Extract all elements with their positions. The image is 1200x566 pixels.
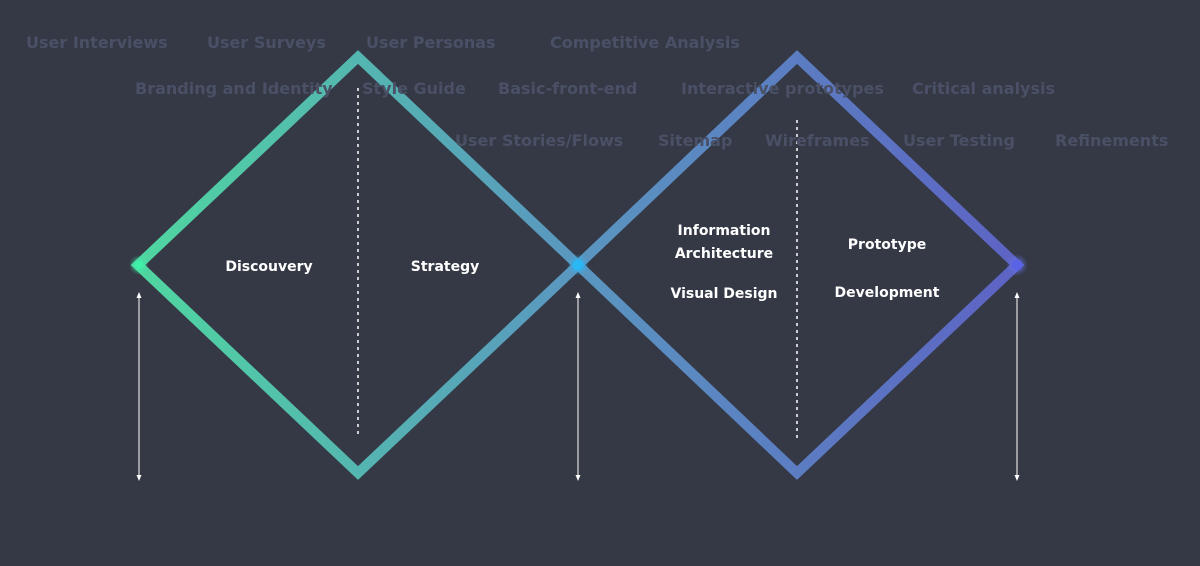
activity-interactive-prototypes: Interactive prototypes xyxy=(681,79,884,98)
activity-critical-analysis: Critical analysis xyxy=(912,79,1056,98)
activity-user-testing: User Testing xyxy=(903,131,1015,150)
activity-style-guide: Style Guide xyxy=(362,79,466,98)
start-node-dot xyxy=(129,255,149,275)
activity-user-interviews: User Interviews xyxy=(26,33,168,52)
phase-architecture: Architecture xyxy=(674,246,774,262)
activity-branding-identity: Branding and Identity xyxy=(135,79,333,98)
activity-wireframes: Wireframes xyxy=(765,131,870,150)
phase-prototype: Prototype xyxy=(847,237,927,253)
left-double-arrow xyxy=(136,292,142,481)
activity-basic-front-end: Basic-front-end xyxy=(498,79,638,98)
activity-user-personas: User Personas xyxy=(366,33,496,52)
right-double-arrow xyxy=(1014,292,1020,481)
phase-information: Information xyxy=(677,223,771,239)
activity-user-surveys: User Surveys xyxy=(207,33,326,52)
phase-development: Development xyxy=(834,285,940,301)
middle-node-dot xyxy=(567,254,589,276)
phase-strategy: Strategy xyxy=(410,259,480,275)
second-diamond xyxy=(570,50,1025,480)
middle-double-arrow xyxy=(575,292,581,481)
phase-discovery: Discouvery xyxy=(225,259,313,275)
activity-competitive-analysis: Competitive Analysis xyxy=(550,33,740,52)
end-node-dot xyxy=(1006,254,1028,276)
activity-refinements: Refinements xyxy=(1055,131,1169,150)
phase-visual-design: Visual Design xyxy=(670,286,778,302)
activity-user-stories-flows: User Stories/Flows xyxy=(455,131,624,150)
activity-sitemap: Sitemap xyxy=(658,131,733,150)
